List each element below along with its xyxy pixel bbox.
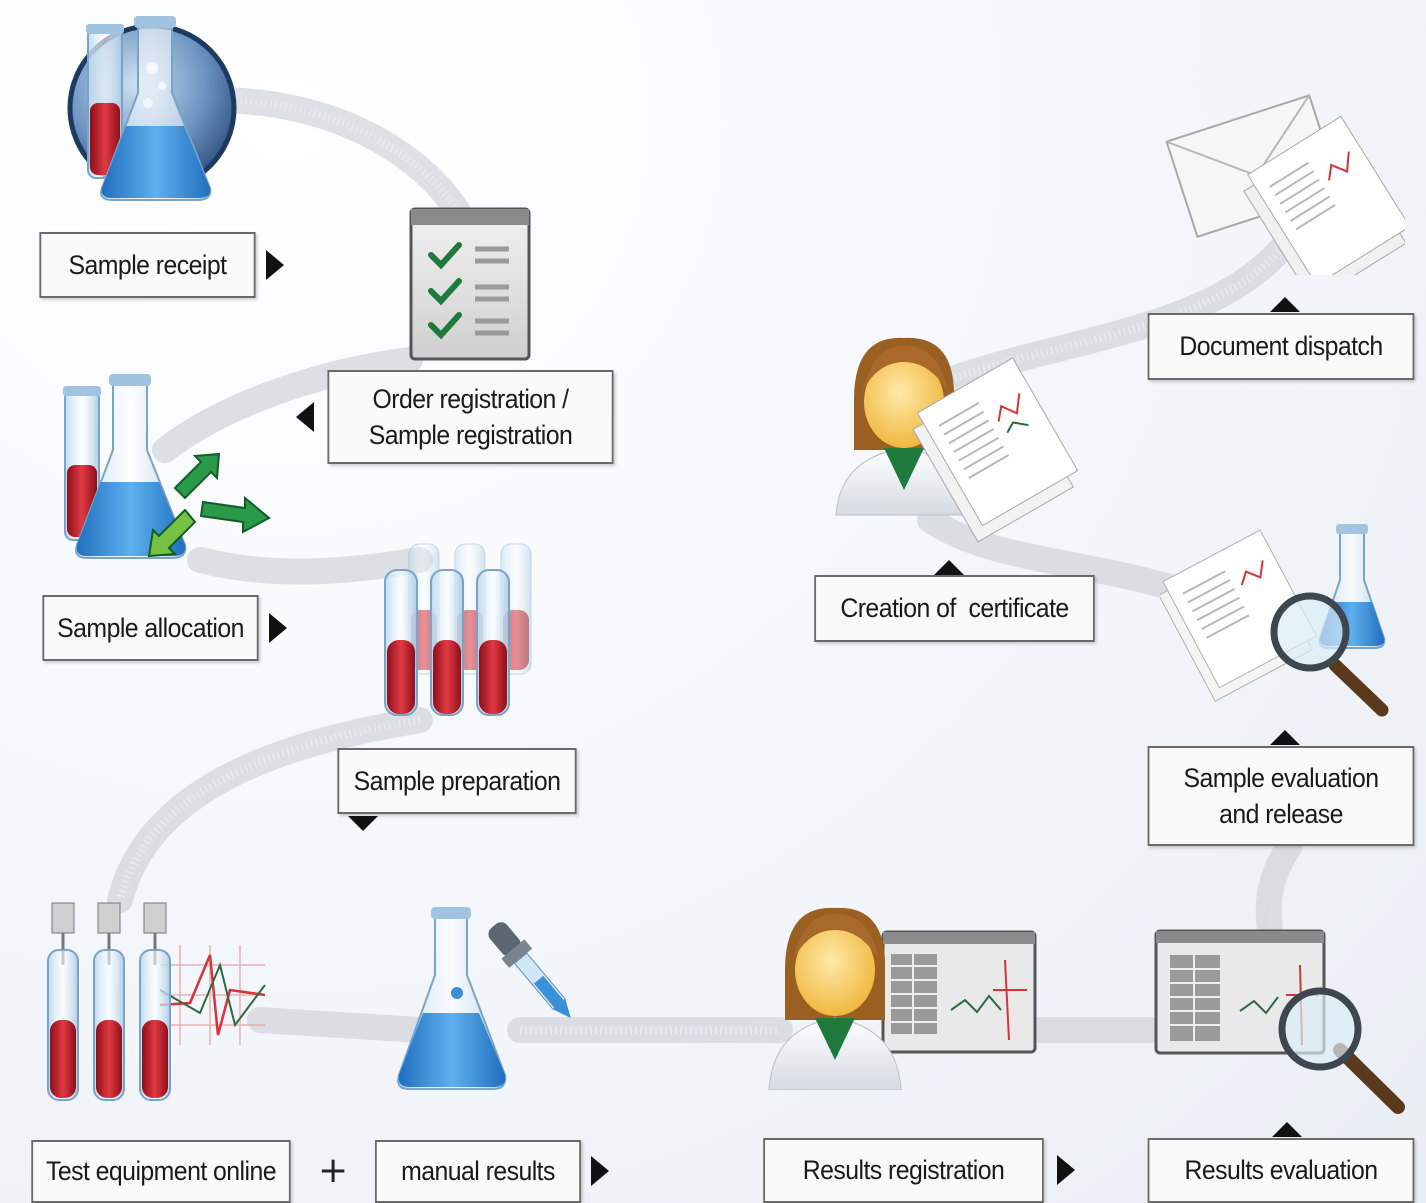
results-evaluation-text: Results evaluation xyxy=(1184,1155,1378,1186)
technician-documents-icon xyxy=(835,337,1079,543)
sample-allocation-text: Sample allocation xyxy=(57,612,244,643)
path-order-to-allocation xyxy=(152,347,423,463)
test-tubes-icon xyxy=(384,543,532,716)
label-sample-allocation: Sample allocation xyxy=(42,595,259,661)
arrow-sample-receipt xyxy=(266,250,284,280)
plus-sign: + xyxy=(318,1150,349,1191)
sample-receipt-text: Sample receipt xyxy=(68,249,228,280)
label-creation-of-certificate: Creation of certificate xyxy=(814,575,1095,642)
arrow-sample-preparation xyxy=(348,816,378,831)
sample-evaluation-line-2: and release xyxy=(1219,799,1343,829)
arrow-order-registration xyxy=(296,402,314,432)
label-order-registration: Order registration / Sample registration xyxy=(327,370,614,464)
documents-magnifier-icon xyxy=(1160,524,1389,717)
arrow-sample-evaluation-release xyxy=(1270,730,1300,745)
results-registration-text: Results registration xyxy=(802,1155,1005,1186)
order-registration-line-1: Order registration / xyxy=(372,383,569,414)
screen-magnifier-icon xyxy=(1154,929,1405,1114)
label-sample-receipt: Sample receipt xyxy=(39,232,256,298)
path-evaluation-to-release xyxy=(1255,832,1303,943)
envelope-documents-icon xyxy=(1165,94,1405,275)
path-release-to-certificate xyxy=(917,507,1193,603)
path-equipment-to-manual xyxy=(247,1007,433,1043)
order-registration-line-2: Sample registration xyxy=(368,420,573,450)
flask-badge-icon xyxy=(67,16,237,201)
checklist-icon xyxy=(409,207,531,361)
label-results-registration: Results registration xyxy=(763,1138,1044,1203)
arrow-results-evaluation xyxy=(1272,1122,1302,1137)
test-equipment-online-text: Test equipment online xyxy=(45,1156,277,1187)
arrow-results-registration xyxy=(1057,1155,1075,1185)
path-allocation-to-preparation xyxy=(187,547,433,585)
instrument-tubes-graph-icon xyxy=(47,902,266,1101)
arrow-document-dispatch xyxy=(1270,297,1300,312)
label-test-equipment-online: Test equipment online xyxy=(31,1140,291,1203)
sample-evaluation-line-1: Sample evaluation xyxy=(1183,762,1379,793)
label-sample-evaluation-release: Sample evaluation and release xyxy=(1147,746,1415,846)
label-results-evaluation: Results evaluation xyxy=(1147,1138,1415,1203)
sample-preparation-text: Sample preparation xyxy=(353,765,561,796)
technician-screen-icon xyxy=(768,907,1037,1090)
document-dispatch-text: Document dispatch xyxy=(1179,331,1383,362)
arrow-manual-results xyxy=(591,1156,609,1186)
creation-of-certificate-text: Creation of certificate xyxy=(840,593,1069,624)
arrow-creation-of-certificate xyxy=(934,560,964,575)
manual-results-text: manual results xyxy=(401,1156,555,1187)
flask-arrows-icon xyxy=(63,374,271,559)
flask-pipette-icon xyxy=(397,907,571,1090)
label-manual-results: manual results xyxy=(374,1140,582,1203)
arrow-sample-allocation xyxy=(269,613,287,643)
path-receipt-to-order xyxy=(202,87,473,228)
label-sample-preparation: Sample preparation xyxy=(337,748,577,814)
label-document-dispatch: Document dispatch xyxy=(1147,313,1415,380)
